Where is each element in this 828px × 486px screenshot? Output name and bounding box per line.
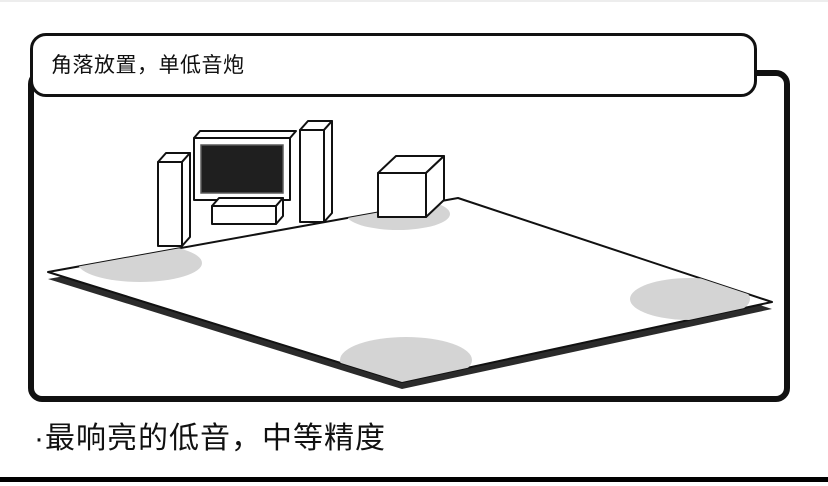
top-divider	[0, 0, 828, 2]
caption-text: ·最响亮的低音，中等精度	[34, 422, 386, 455]
bass-spot-right	[630, 278, 750, 320]
subwoofer	[377, 155, 445, 218]
left-tower-speaker	[157, 152, 191, 247]
right-tower-speaker	[299, 120, 333, 223]
tv	[193, 130, 297, 201]
floor	[47, 197, 773, 389]
title-text: 角落放置，单低音炮	[51, 53, 245, 77]
tv-screen	[200, 144, 284, 194]
bottom-divider	[0, 477, 828, 482]
title-bubble: 角落放置，单低音炮	[30, 33, 757, 97]
center-speaker	[211, 197, 284, 225]
bass-spot-bottom	[340, 337, 472, 382]
